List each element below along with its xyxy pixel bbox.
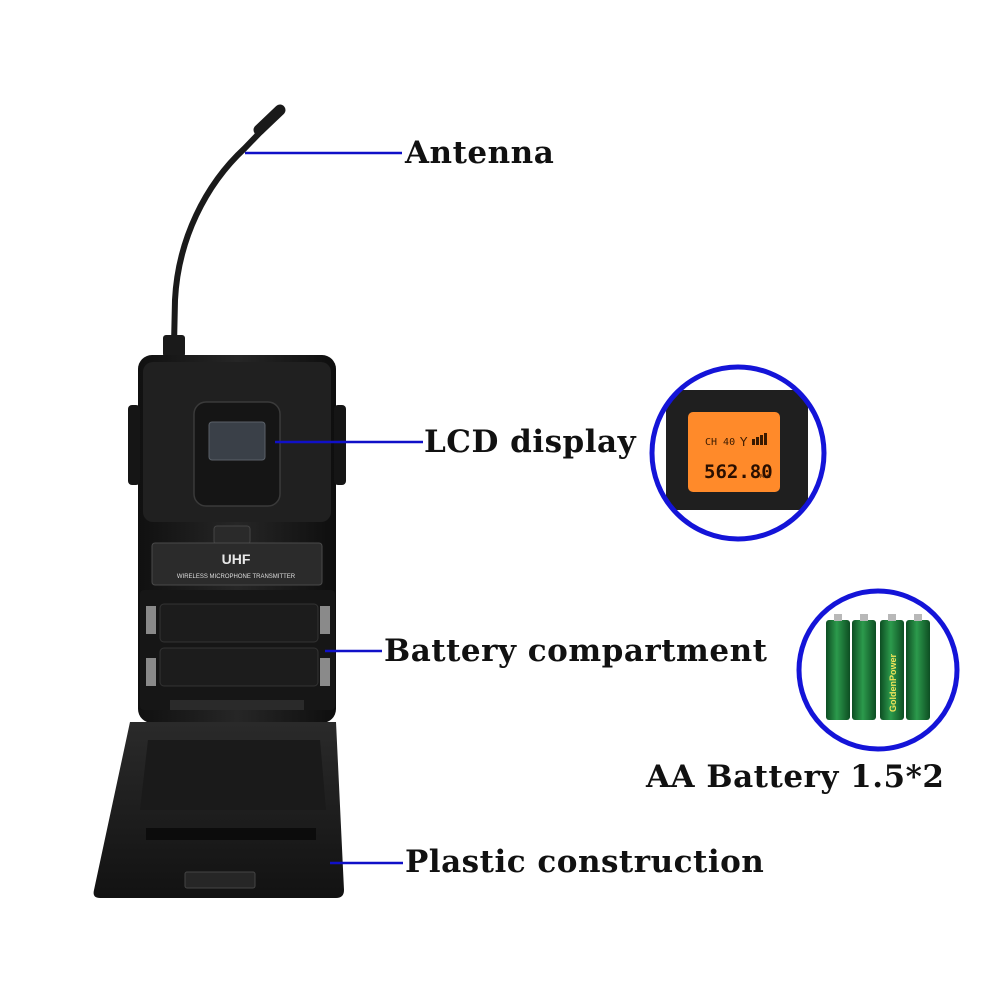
panel-title: UHF [222,551,251,567]
label-panel: UHF WIRELESS MICROPHONE TRANSMITTER [151,542,323,586]
lcd-frequency: 562.80 [704,461,773,483]
battery-cell [880,614,904,720]
battery-brand-text: GoldenPower [888,653,898,712]
battery-compartment [140,590,335,710]
battery-lid [93,722,344,898]
label-aa-battery: AA Battery 1.5*2 [646,759,945,795]
latch [213,525,251,545]
battery-cell [852,614,876,720]
lcd-unit: MHz [760,474,771,480]
antenna [163,104,286,357]
battery-zoom-circle [796,588,960,752]
lcd-zoom-inset: CH 40 Y 562.80 MHz [649,364,827,542]
battery-cell [906,614,930,720]
lcd-channel: CH 40 [705,437,735,448]
lcd-window [193,401,281,507]
battery-zoom-inset: GoldenPower [796,588,960,752]
lcd-signal-icon: Y [739,435,748,449]
leader-lines [245,151,423,865]
panel-subtitle: WIRELESS MICROPHONE TRANSMITTER [177,574,296,580]
label-antenna: Antenna [405,135,555,171]
label-plastic-construction: Plastic construction [405,844,765,880]
battery-cell [826,614,850,720]
lcd-zoom-circle [649,364,827,542]
label-battery-compartment: Battery compartment [384,633,768,669]
label-lcd-display: LCD display [424,424,637,460]
lcd-battery-icon [752,433,767,445]
